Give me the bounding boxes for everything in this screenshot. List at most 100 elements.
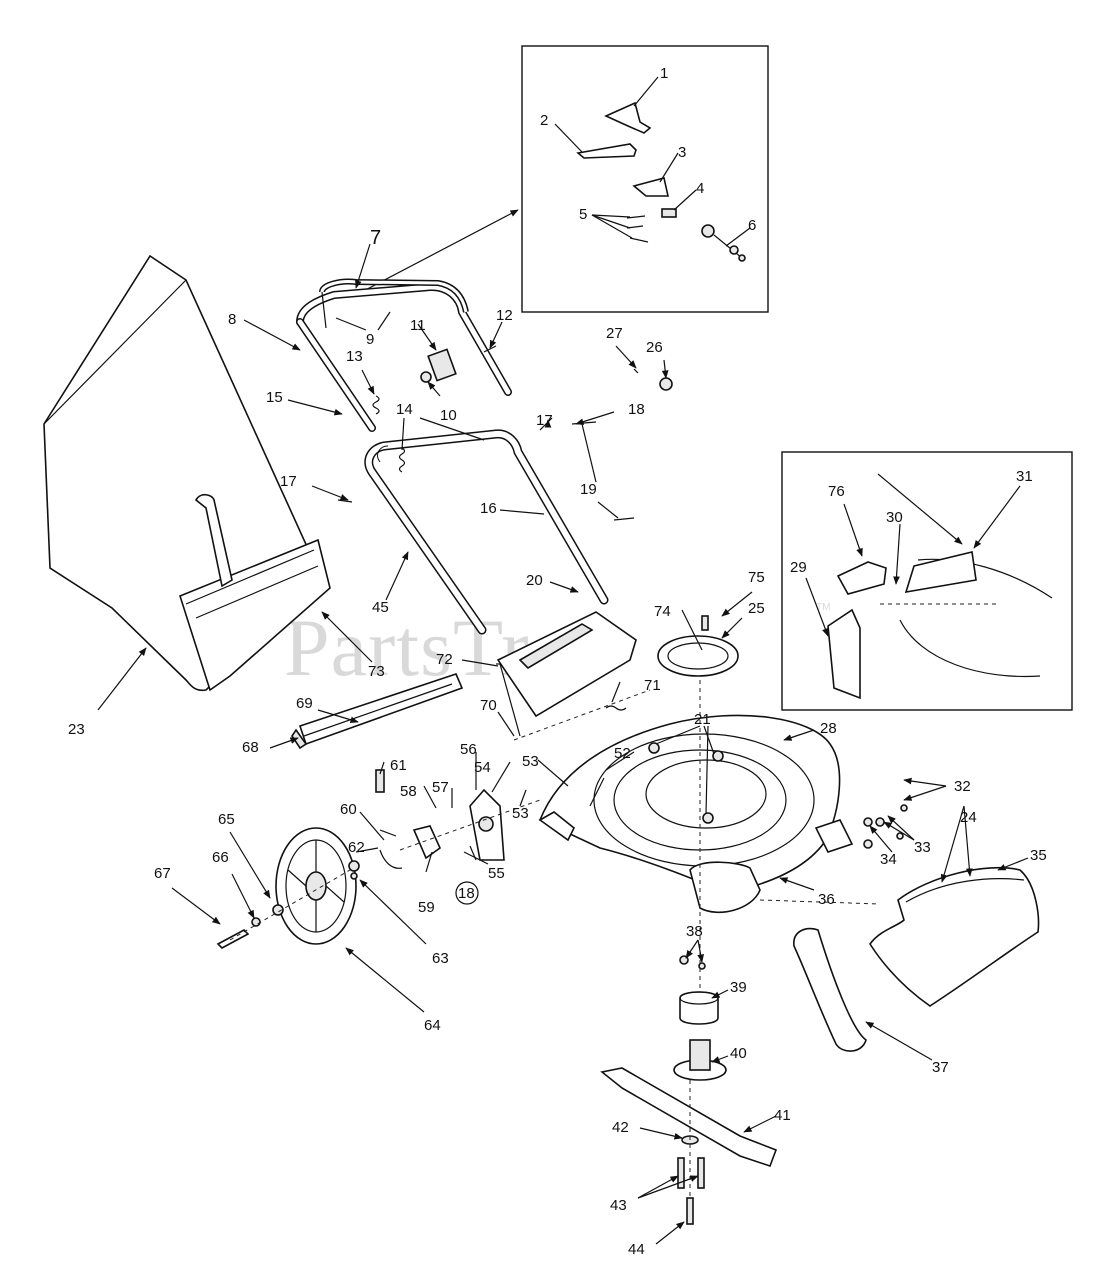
callout-40: 40 <box>730 1045 747 1062</box>
callout-35: 35 <box>1030 847 1047 864</box>
discharge-deflector-inset-box <box>781 451 1073 711</box>
callout-18-circled: 18 <box>458 885 475 902</box>
clip-part <box>661 208 677 218</box>
small-screws-part <box>626 215 649 243</box>
callout-18: 18 <box>628 401 645 418</box>
callout-41: 41 <box>774 1107 791 1124</box>
callout-8: 8 <box>228 311 236 328</box>
handle-controls-inset-box <box>521 45 769 313</box>
hinge-rod-part <box>513 689 651 741</box>
drive-belt-part <box>793 927 867 1052</box>
deflector-hardware-part <box>863 804 908 849</box>
washer-27-part <box>633 368 639 374</box>
callout-72: 72 <box>436 651 453 668</box>
mower-deck-part <box>538 714 854 914</box>
callout-68: 68 <box>242 739 259 756</box>
blade-adapter-part <box>679 991 719 1025</box>
callout-54: 54 <box>474 759 491 776</box>
callout-5: 5 <box>579 206 587 223</box>
callout-75: 75 <box>748 569 765 586</box>
callout-43: 43 <box>610 1197 627 1214</box>
callout-36: 36 <box>818 891 835 908</box>
upper-handle-part <box>296 278 512 432</box>
callout-10: 10 <box>440 407 457 424</box>
callout-6: 6 <box>748 217 756 234</box>
cable-tie-part <box>398 447 406 473</box>
hinge-bracket-part <box>827 608 861 700</box>
leader-1 <box>633 76 659 107</box>
callout-32: 32 <box>954 778 971 795</box>
callout-1: 1 <box>660 65 668 82</box>
callout-42: 42 <box>612 1119 629 1136</box>
rear-wheel-part <box>275 827 357 945</box>
callout-52: 52 <box>614 745 631 762</box>
callout-55: 55 <box>488 865 505 882</box>
callout-13: 13 <box>346 348 363 365</box>
callout-17-lower: 17 <box>280 473 297 490</box>
callout-76: 76 <box>828 483 845 500</box>
callout-labels: 1 2 3 4 5 6 7 8 9 10 11 12 13 14 15 16 1… <box>68 65 1047 1258</box>
callout-71: 71 <box>644 677 661 694</box>
callout-11: 11 <box>410 317 426 334</box>
lever-cover-part <box>632 177 669 197</box>
leader-lines <box>97 243 1029 1245</box>
callout-67: 67 <box>154 865 171 882</box>
callout-59: 59 <box>418 899 435 916</box>
callout-21: 21 <box>694 711 711 728</box>
callout-9: 9 <box>366 331 374 348</box>
callout-16: 16 <box>480 500 497 517</box>
callout-38: 38 <box>686 923 703 940</box>
callout-7: 7 <box>370 227 381 249</box>
callout-34: 34 <box>880 851 897 868</box>
callout-56: 56 <box>460 741 477 758</box>
deflector-bracket-part <box>904 551 977 594</box>
nut-26-part <box>659 377 673 391</box>
lower-handle-part <box>364 429 609 635</box>
callout-17-upper: 17 <box>536 412 553 429</box>
callout-23: 23 <box>68 721 85 738</box>
callout-57: 57 <box>432 779 449 796</box>
callout-53-lower: 53 <box>512 805 529 822</box>
callout-19: 19 <box>580 481 597 498</box>
watermark-trademark: TM <box>816 602 830 613</box>
leader-5 <box>591 214 633 239</box>
callout-63: 63 <box>432 950 449 967</box>
callout-12: 12 <box>496 307 513 324</box>
callout-20: 20 <box>526 572 543 589</box>
callout-26: 26 <box>646 339 663 356</box>
callout-33: 33 <box>914 839 931 856</box>
control-bracket-part <box>604 101 652 134</box>
throttle-lever-part <box>576 143 637 159</box>
grass-bag-part <box>43 254 331 692</box>
deflector-plate-part <box>836 561 887 595</box>
callout-28: 28 <box>820 720 837 737</box>
wheel-bracket-part <box>469 788 505 861</box>
callout-2: 2 <box>540 112 548 129</box>
callout-3: 3 <box>678 144 686 161</box>
callout-18-circle <box>455 881 479 905</box>
spring-part <box>372 395 380 415</box>
callout-70: 70 <box>480 697 497 714</box>
callout-61: 61 <box>390 757 407 774</box>
callout-53-upper: 53 <box>522 753 539 770</box>
baffle-ring-part <box>657 615 739 677</box>
callout-64: 64 <box>424 1017 441 1034</box>
mower-blade-part <box>600 1067 778 1168</box>
callout-62: 62 <box>348 839 365 856</box>
spindle-hub-part <box>673 1039 727 1081</box>
rear-flap-part <box>291 673 464 750</box>
rear-door-part <box>496 611 637 737</box>
callout-44: 44 <box>628 1241 645 1258</box>
callout-73: 73 <box>368 663 385 680</box>
callout-14: 14 <box>396 401 413 418</box>
callout-31: 31 <box>1016 468 1033 485</box>
callout-60: 60 <box>340 801 357 818</box>
height-adjuster-part <box>375 769 442 869</box>
callout-65: 65 <box>218 811 235 828</box>
callout-30: 30 <box>886 509 903 526</box>
deck-bolts-part <box>648 742 724 824</box>
callout-15: 15 <box>266 389 283 406</box>
mulch-plug-cover-part <box>869 866 1040 1007</box>
callout-29: 29 <box>790 559 807 576</box>
